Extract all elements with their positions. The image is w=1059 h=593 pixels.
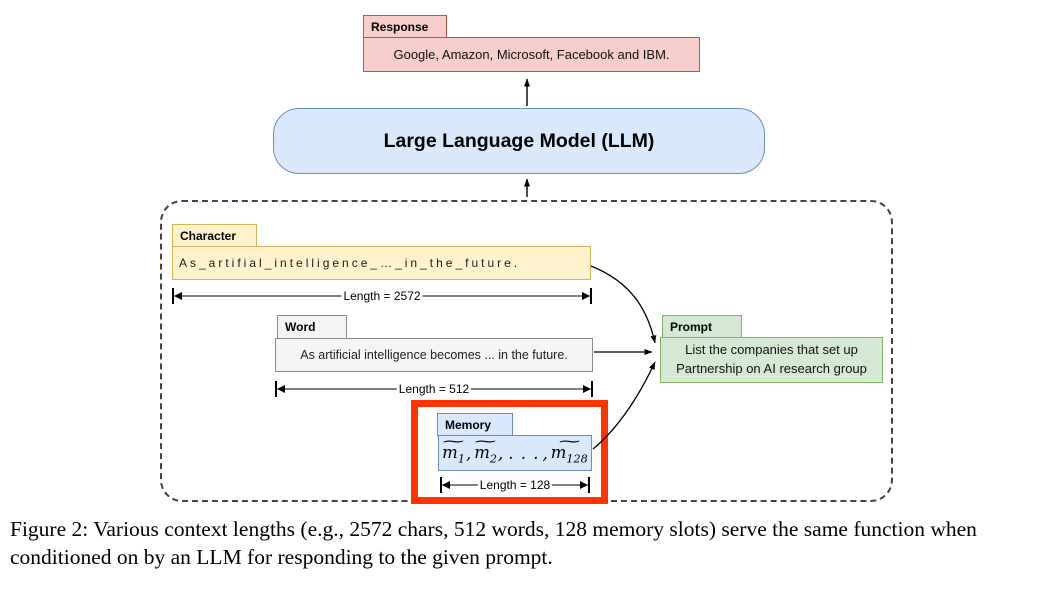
memory-tab-label: Memory: [445, 417, 492, 432]
memory-var: m: [474, 442, 490, 462]
separator: ,: [498, 443, 504, 463]
ellipsis: . . .: [508, 443, 540, 463]
arrow-endbar: [591, 381, 593, 397]
memory-length-arrow: Length = 128: [440, 477, 590, 493]
memory-term-2: ~m2: [473, 433, 499, 466]
memory-highlight-box: [411, 400, 608, 504]
memory-length-label: Length = 128: [477, 478, 553, 492]
response-text: Google, Amazon, Microsoft, Facebook and …: [393, 47, 670, 62]
word-length-arrow: Length = 512: [275, 381, 593, 397]
separator: ,: [542, 443, 548, 463]
prompt-tab: Prompt: [662, 315, 742, 338]
arrowhead-right-icon: [583, 385, 591, 393]
word-length-label: Length = 512: [396, 382, 472, 396]
memory-var: m: [550, 442, 567, 462]
arrowhead-right-icon: [580, 481, 588, 489]
character-length-label: Length = 2572: [341, 289, 423, 303]
arrowhead-right-icon: [582, 292, 590, 300]
arrow-endbar: [172, 288, 174, 304]
arrow-endbar: [275, 381, 277, 397]
character-text: As_artifial_intelligence_…_in_the_future…: [179, 256, 521, 270]
llm-label: Large Language Model (LLM): [383, 129, 655, 152]
memory-body: ~m1,~m2,. . .,~m128: [438, 433, 592, 471]
separator: ,: [465, 443, 472, 463]
prompt-tab-label: Prompt: [670, 319, 712, 334]
memory-tab: Memory: [437, 413, 513, 436]
memory-sub: 1: [457, 452, 465, 466]
memory-var: m: [442, 442, 458, 462]
character-length-arrow: Length = 2572: [172, 288, 592, 304]
prompt-text-line1: List the companies that set up: [685, 342, 858, 358]
character-tab: Character: [172, 224, 257, 247]
widetilde-icon: ~: [472, 432, 499, 449]
response-tab: Response: [363, 15, 447, 38]
word-tab: Word: [277, 315, 347, 339]
arrowhead-left-icon: [442, 481, 450, 489]
widetilde-icon: ~: [556, 432, 583, 449]
word-tab-label: Word: [285, 320, 316, 334]
response-body: Google, Amazon, Microsoft, Facebook and …: [363, 37, 700, 72]
arrowhead-left-icon: [277, 385, 285, 393]
memory-term-3: ~m128: [550, 433, 588, 466]
figure-caption: Figure 2: Various context lengths (e.g.,…: [10, 517, 977, 569]
character-tab-label: Character: [180, 228, 237, 243]
arrow-endbar: [590, 288, 592, 304]
memory-sub: 2: [489, 452, 498, 466]
prompt-text-line2: Partnership on AI research group: [676, 361, 867, 376]
arrow-endbar: [440, 477, 442, 493]
word-body: As artificial intelligence becomes ... i…: [275, 338, 593, 372]
arrow-endbar: [588, 477, 590, 493]
widetilde-icon: ~: [440, 432, 467, 449]
memory-term-1: ~m1: [440, 433, 466, 466]
memory-sub: 128: [566, 452, 588, 466]
llm-box: Large Language Model (LLM): [273, 108, 765, 174]
response-tab-label: Response: [371, 19, 429, 34]
arrowhead-left-icon: [174, 292, 182, 300]
prompt-body: List the companies that set up Partnersh…: [660, 337, 883, 383]
word-text: As artificial intelligence becomes ... i…: [300, 348, 568, 362]
character-body: As_artifial_intelligence_…_in_the_future…: [172, 246, 591, 280]
